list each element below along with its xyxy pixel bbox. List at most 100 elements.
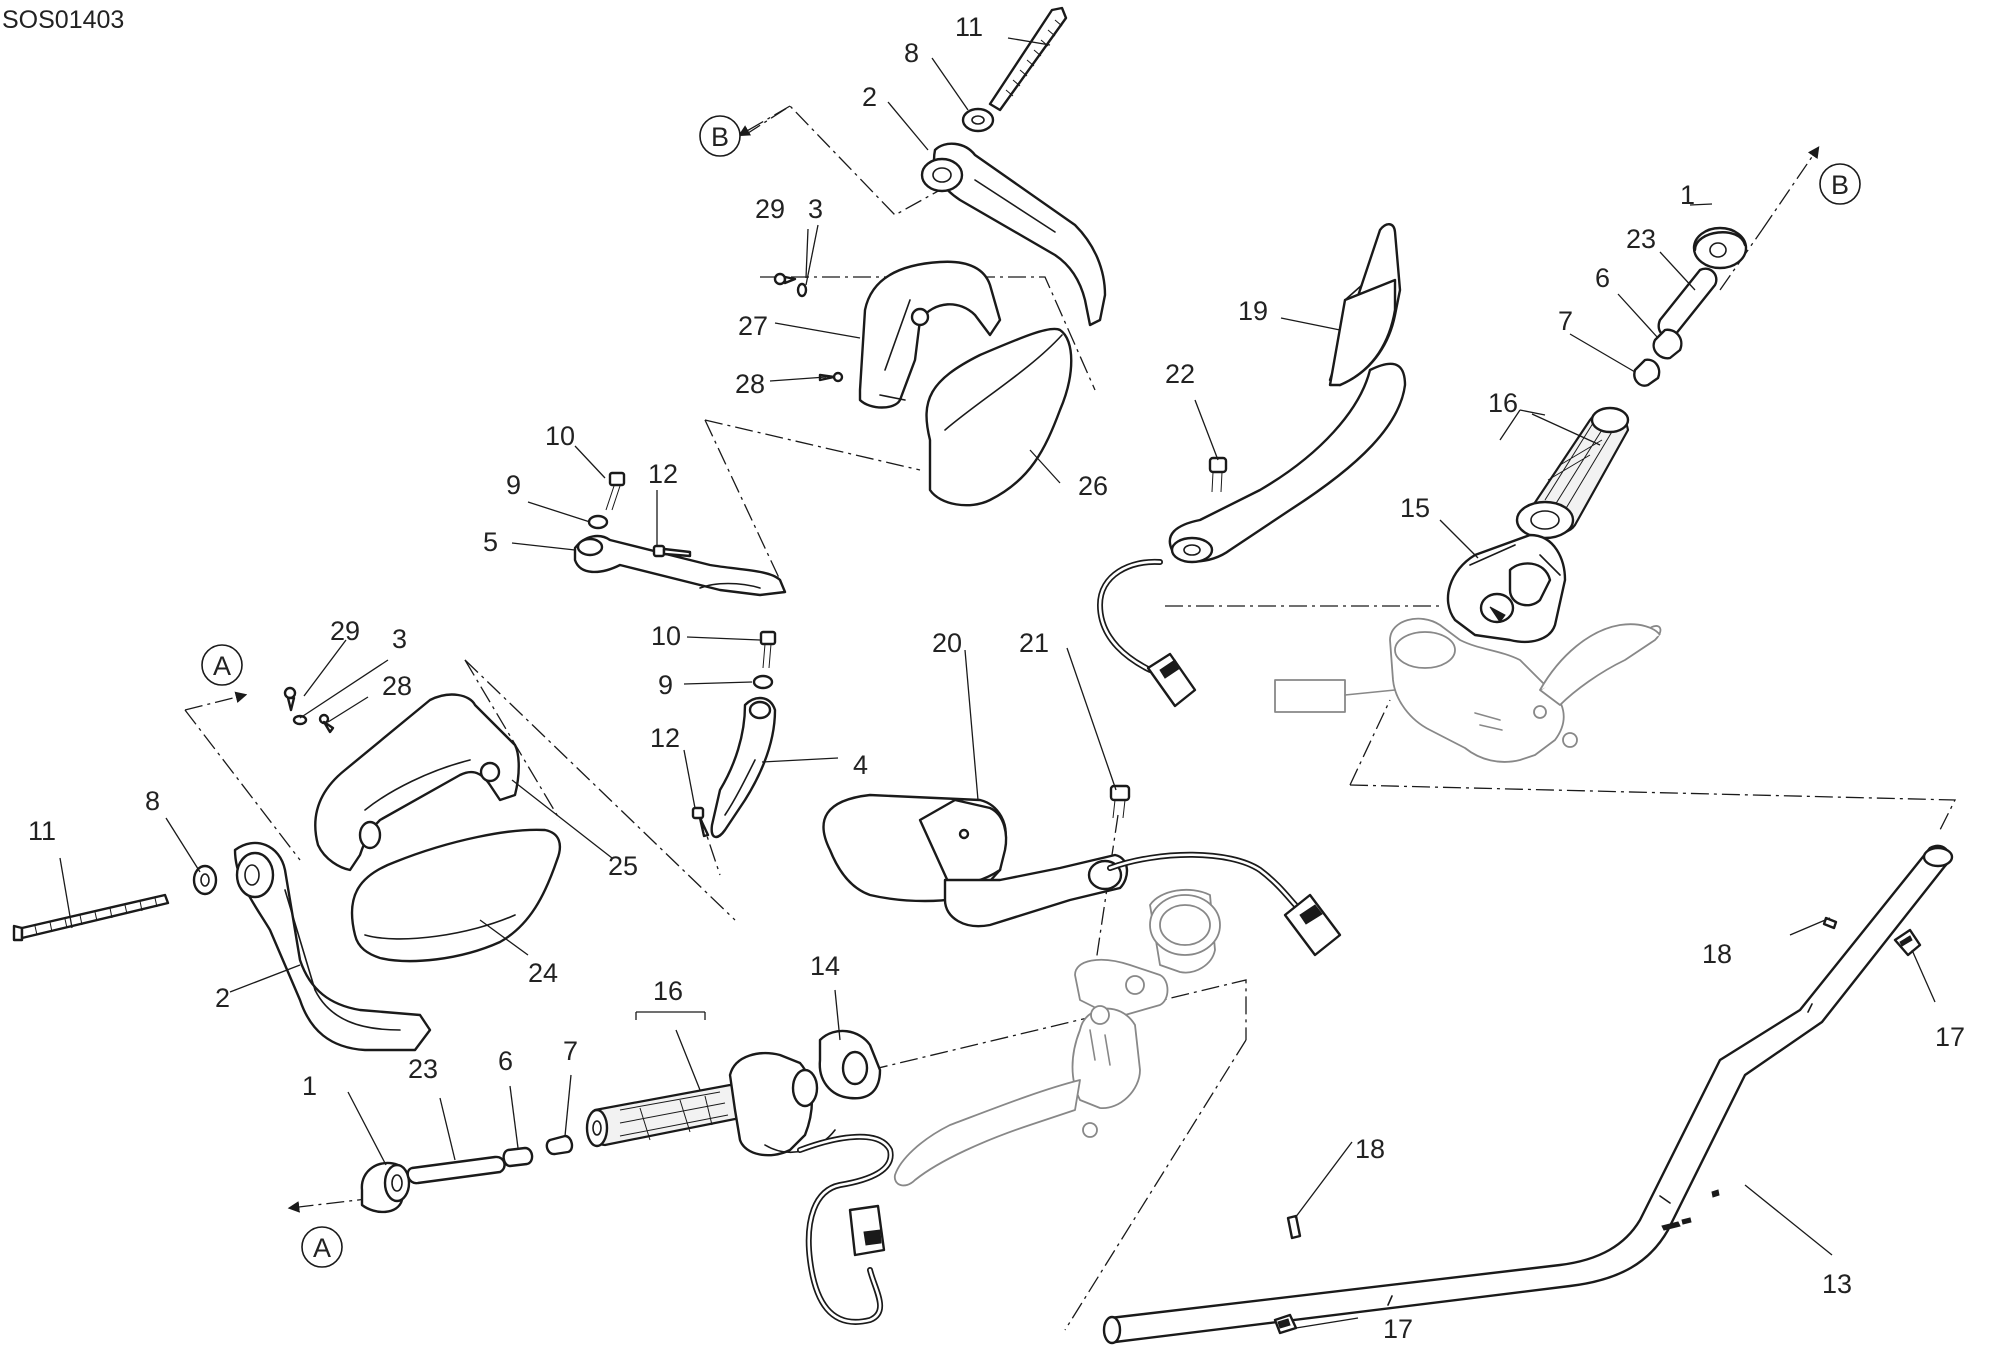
svg-text:A: A <box>313 1233 331 1263</box>
handlebar-13 <box>1102 844 1954 1345</box>
upper-lever-assembly <box>573 6 1107 597</box>
washer-8-left <box>192 864 218 896</box>
callout-9-lower: 9 <box>658 670 673 700</box>
callout-28-left: 28 <box>382 671 412 701</box>
bracket-5 <box>573 534 787 597</box>
callout-5: 5 <box>483 527 498 557</box>
callout-10-upper: 10 <box>545 421 575 451</box>
reference-b-right: B <box>1819 163 1861 205</box>
callout-8-upper: 8 <box>904 38 919 68</box>
callout-28-upper: 28 <box>735 369 765 399</box>
leader-lines <box>59 37 1936 1329</box>
callout-11-upper: 11 <box>955 12 983 42</box>
left-lever-assembly <box>12 630 777 1052</box>
washer-9-lower <box>752 674 774 690</box>
bolt-11-left <box>12 893 170 942</box>
handguard-shell-24 <box>350 828 561 963</box>
insert-23-left <box>406 1155 506 1185</box>
svg-text:B: B <box>711 122 729 152</box>
callout-17-right: 17 <box>1935 1022 1965 1052</box>
mirror-20 <box>822 784 1342 957</box>
callout-16-left: 16 <box>653 976 683 1006</box>
callout-3-upper: 3 <box>808 194 823 224</box>
washer-8-upper <box>961 107 995 133</box>
svg-text:A: A <box>213 651 231 681</box>
bolt-11-upper <box>988 6 1068 112</box>
svg-text:B: B <box>1831 170 1849 200</box>
switch-housing-14 <box>728 1029 882 1157</box>
callout-8-left: 8 <box>145 786 160 816</box>
switch-housing-15 <box>1446 533 1567 644</box>
callout-2-upper: 2 <box>862 82 877 112</box>
callout-10-lower: 10 <box>651 621 681 651</box>
left-grip-assembly <box>360 888 1221 1325</box>
callout-21: 21 <box>1019 628 1049 658</box>
callout-29-left: 29 <box>330 616 360 646</box>
brake-lever-guard-2-upper <box>932 142 1107 327</box>
callout-15: 15 <box>1400 493 1430 523</box>
callout-23-right: 23 <box>1626 224 1656 254</box>
callout-7-right: 7 <box>1558 306 1573 336</box>
callout-23-left: 23 <box>408 1054 438 1084</box>
spacer-6-left <box>502 1146 534 1168</box>
callout-1-left: 1 <box>302 1071 317 1101</box>
clip-18-right <box>1822 916 1838 930</box>
callout-7-left: 7 <box>563 1036 578 1066</box>
callout-3-left: 3 <box>392 624 407 654</box>
callout-9-upper: 9 <box>506 470 521 500</box>
connector-20 <box>1283 893 1342 957</box>
callout-17-lower: 17 <box>1383 1314 1413 1344</box>
handlebar-markings <box>1661 1189 1720 1231</box>
mirror-19 <box>1096 223 1407 708</box>
callout-6-right: 6 <box>1595 263 1610 293</box>
spacer-6-right <box>1652 328 1683 360</box>
screw-12-lower <box>691 806 710 838</box>
callout-1-right: 1 <box>1680 180 1695 210</box>
callout-12-lower: 12 <box>650 723 680 753</box>
insert-23-right <box>1657 267 1718 338</box>
brake-lever-guard-2-left <box>233 841 432 1052</box>
callout-11-left: 11 <box>28 816 56 846</box>
callout-29-upper: 29 <box>755 194 785 224</box>
callout-18-lower: 18 <box>1355 1134 1385 1164</box>
callout-24: 24 <box>528 958 558 988</box>
screw-21 <box>1109 784 1131 819</box>
callout-labels: 11 8 2 29 3 27 28 26 10 9 12 5 10 9 12 4… <box>28 12 1965 1344</box>
reference-a-bottom: A <box>301 1226 343 1268</box>
cone-7-left <box>545 1134 574 1156</box>
callout-20: 20 <box>932 628 962 658</box>
clip-17-right <box>1893 928 1922 957</box>
connector-14 <box>848 1204 886 1257</box>
screw-29-upper <box>773 272 797 286</box>
callout-25: 25 <box>608 851 638 881</box>
handguard-bracket-27 <box>858 260 1002 409</box>
callout-12-upper: 12 <box>648 459 678 489</box>
callout-22: 22 <box>1165 359 1195 389</box>
screw-12-upper <box>652 544 692 558</box>
reference-b-top: B <box>699 115 741 157</box>
connector-19 <box>1146 652 1197 708</box>
screw-22 <box>1208 456 1228 493</box>
screw-28-left <box>318 713 335 734</box>
washer-3-left <box>292 714 308 726</box>
callout-16-right: 16 <box>1488 388 1518 418</box>
callout-19: 19 <box>1238 296 1268 326</box>
screw-10-upper <box>605 471 626 511</box>
reference-a-top: A <box>201 644 243 686</box>
callout-2-left: 2 <box>215 983 230 1013</box>
washer-3-upper <box>796 282 808 298</box>
callout-26: 26 <box>1078 471 1108 501</box>
callout-14: 14 <box>810 951 840 981</box>
screw-29-left <box>283 686 297 712</box>
right-grip-assembly <box>1274 226 1748 763</box>
callout-13: 13 <box>1822 1269 1852 1299</box>
handguard-shell-26 <box>925 327 1073 507</box>
clutch-master-cylinder <box>1274 617 1662 763</box>
callout-6-left: 6 <box>498 1046 513 1076</box>
callout-4: 4 <box>853 750 868 780</box>
cone-7-right <box>1633 358 1661 387</box>
bar-end-1-left <box>360 1161 411 1214</box>
screw-10-lower <box>759 630 777 669</box>
bracket-4 <box>710 696 777 839</box>
